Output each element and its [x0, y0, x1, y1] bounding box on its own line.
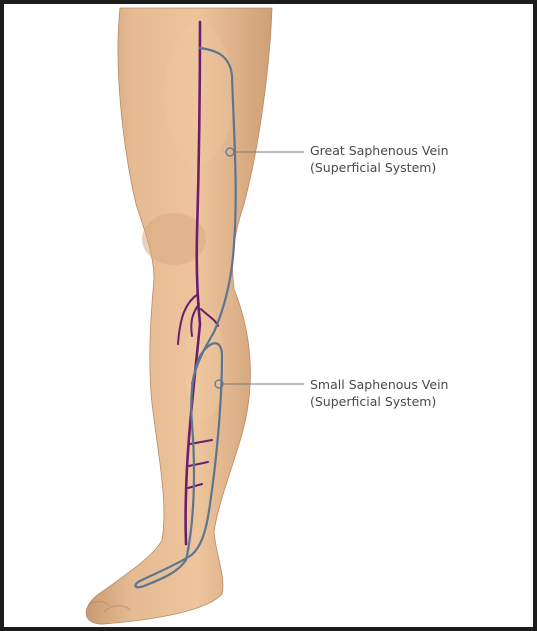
great-saphenous-label-line1: Great Saphenous Vein	[310, 142, 449, 159]
leg-vein-diagram	[4, 4, 537, 631]
small-saphenous-label-line1: Small Saphenous Vein	[310, 376, 448, 393]
small-saphenous-label-line2: (Superficial System)	[310, 393, 448, 410]
great-saphenous-label-line2: (Superficial System)	[310, 159, 449, 176]
small-saphenous-label: Small Saphenous Vein (Superficial System…	[310, 376, 448, 410]
great-saphenous-label: Great Saphenous Vein (Superficial System…	[310, 142, 449, 176]
